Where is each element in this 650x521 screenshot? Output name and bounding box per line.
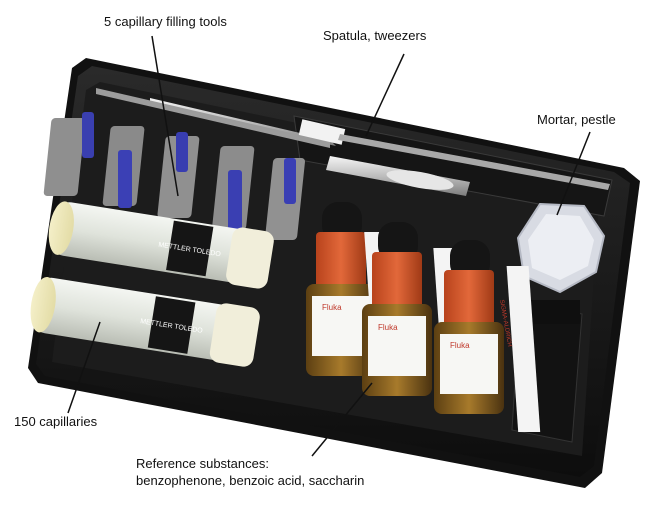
reference-vial: Fluka	[306, 202, 376, 376]
callout-line-tools	[151, 35, 179, 197]
callout-capillary-tools: 5 capillary filling tools	[104, 14, 227, 29]
mortar-pestle	[516, 202, 606, 324]
tweezer-label	[298, 119, 346, 145]
callout-spatula-tweezers: Spatula, tweezers	[323, 28, 427, 43]
callout-reference-line2: benzophenone, benzoic acid, saccharin	[136, 473, 365, 488]
vial-brand: Fluka	[450, 341, 470, 350]
reference-vial: Fluka	[362, 222, 432, 396]
filling-tool	[157, 132, 200, 218]
tweezers	[96, 88, 346, 148]
callout-line-spatula	[365, 53, 405, 137]
spatula	[326, 134, 610, 196]
filling-tool	[212, 146, 255, 232]
callout-reference-substances: Reference substances: benzophenone, benz…	[136, 455, 364, 489]
filling-tool	[102, 126, 145, 208]
callout-mortar-pestle: Mortar, pestle	[537, 112, 616, 127]
callout-line-mortar	[556, 131, 591, 216]
vial-brand: Fluka	[322, 303, 342, 312]
reference-vial: Fluka	[434, 240, 504, 414]
callout-reference-line1: Reference substances:	[136, 456, 269, 471]
callout-lines	[67, 35, 591, 457]
capillary-tube: METTLER TOLEDO	[30, 276, 260, 367]
callout-capillaries: 150 capillaries	[14, 414, 98, 429]
vial-brand: Fluka	[378, 323, 398, 332]
filling-tool	[265, 158, 305, 240]
filling-tool	[43, 112, 94, 196]
capillary-filling-tools	[43, 112, 305, 240]
capillary-tube: METTLER TOLEDO	[48, 201, 274, 289]
callout-line-capillaries	[67, 321, 101, 414]
callout-line-reference	[311, 382, 373, 457]
